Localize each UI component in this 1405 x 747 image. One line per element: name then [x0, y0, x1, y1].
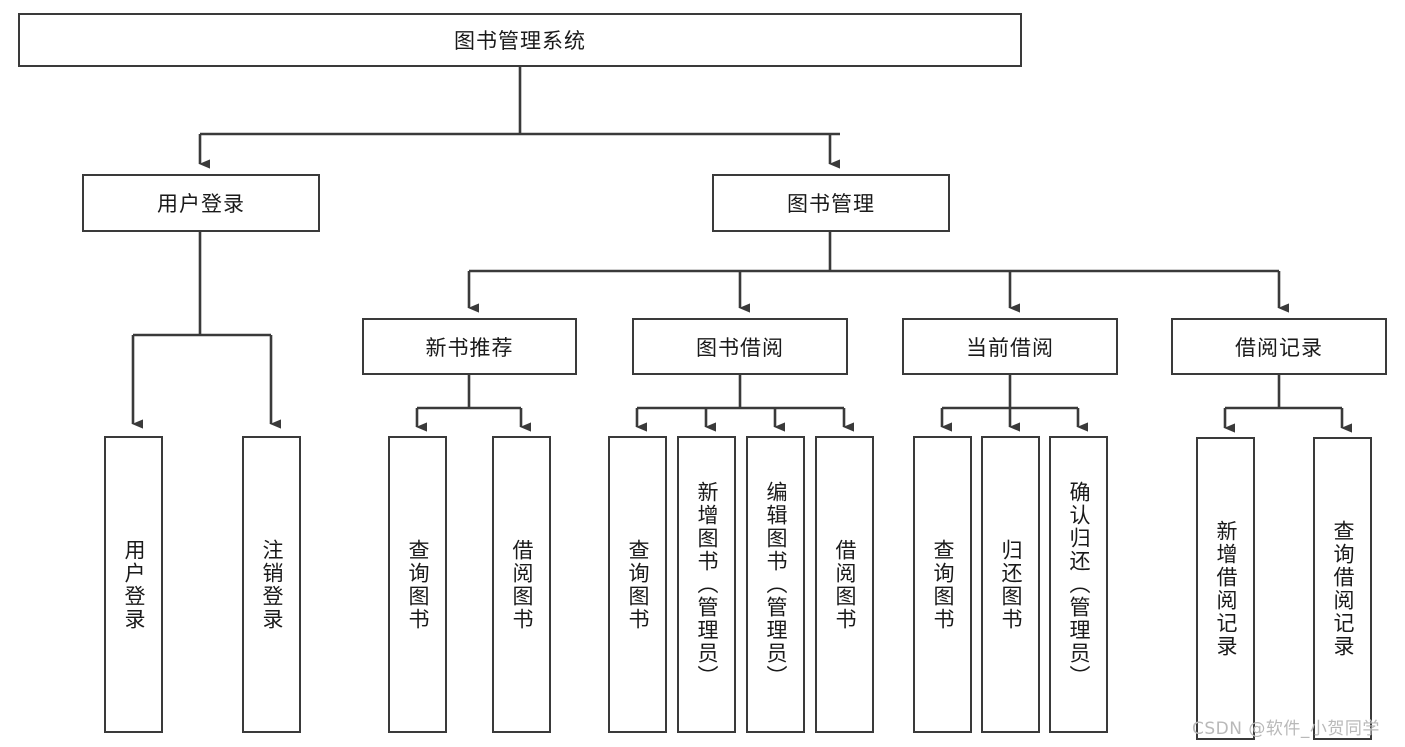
node-leaf-confirm-return-label: 确认归还（管理员）	[1067, 481, 1091, 688]
node-book-management-label: 图书管理	[787, 192, 875, 216]
node-leaf-query-book-1[interactable]: 查询图书	[388, 436, 447, 733]
csdn-watermark: CSDN @软件_小贺同学	[1192, 719, 1380, 739]
node-leaf-query-book-3-label: 查询图书	[931, 538, 955, 631]
node-borrow-record-label: 借阅记录	[1235, 335, 1323, 360]
node-book-borrow-label: 图书借阅	[696, 335, 784, 360]
node-leaf-query-record[interactable]: 查询借阅记录	[1313, 437, 1372, 740]
node-current-borrow[interactable]: 当前借阅	[902, 318, 1118, 375]
node-user-login[interactable]: 用户登录	[82, 174, 320, 232]
node-leaf-query-book-2[interactable]: 查询图书	[608, 436, 667, 733]
node-leaf-add-book-label: 新增图书（管理员）	[695, 481, 719, 688]
node-root[interactable]: 图书管理系统	[18, 13, 1022, 67]
node-leaf-borrow-book-1-label: 借阅图书	[510, 538, 534, 631]
node-leaf-borrow-book-2[interactable]: 借阅图书	[815, 436, 874, 733]
node-leaf-query-book-2-label: 查询图书	[626, 538, 650, 631]
node-user-login-label: 用户登录	[157, 192, 245, 216]
node-leaf-logout-login-label: 注销登录	[260, 538, 284, 631]
node-leaf-borrow-book-2-label: 借阅图书	[833, 538, 857, 631]
node-leaf-add-book[interactable]: 新增图书（管理员）	[677, 436, 736, 733]
node-leaf-confirm-return[interactable]: 确认归还（管理员）	[1049, 436, 1108, 733]
node-new-book-recommend[interactable]: 新书推荐	[362, 318, 577, 375]
node-current-borrow-label: 当前借阅	[966, 335, 1054, 360]
node-leaf-query-book-3[interactable]: 查询图书	[913, 436, 972, 733]
node-leaf-edit-book[interactable]: 编辑图书（管理员）	[746, 436, 805, 733]
node-leaf-user-login[interactable]: 用户登录	[104, 436, 163, 733]
node-leaf-edit-book-label: 编辑图书（管理员）	[764, 481, 788, 688]
node-new-book-recommend-label: 新书推荐	[425, 335, 514, 360]
node-leaf-add-record-label: 新增借阅记录	[1214, 519, 1238, 658]
node-book-management[interactable]: 图书管理	[712, 174, 950, 232]
node-leaf-return-book-label: 归还图书	[999, 538, 1023, 631]
node-leaf-query-record-label: 查询借阅记录	[1331, 519, 1355, 658]
node-root-label: 图书管理系统	[454, 29, 586, 53]
node-leaf-logout-login[interactable]: 注销登录	[242, 436, 301, 733]
node-book-borrow[interactable]: 图书借阅	[632, 318, 848, 375]
node-leaf-add-record[interactable]: 新增借阅记录	[1196, 437, 1255, 740]
node-borrow-record[interactable]: 借阅记录	[1171, 318, 1387, 375]
node-leaf-user-login-label: 用户登录	[122, 538, 146, 631]
node-leaf-borrow-book-1[interactable]: 借阅图书	[492, 436, 551, 733]
node-leaf-return-book[interactable]: 归还图书	[981, 436, 1040, 733]
node-leaf-query-book-1-label: 查询图书	[406, 538, 430, 631]
